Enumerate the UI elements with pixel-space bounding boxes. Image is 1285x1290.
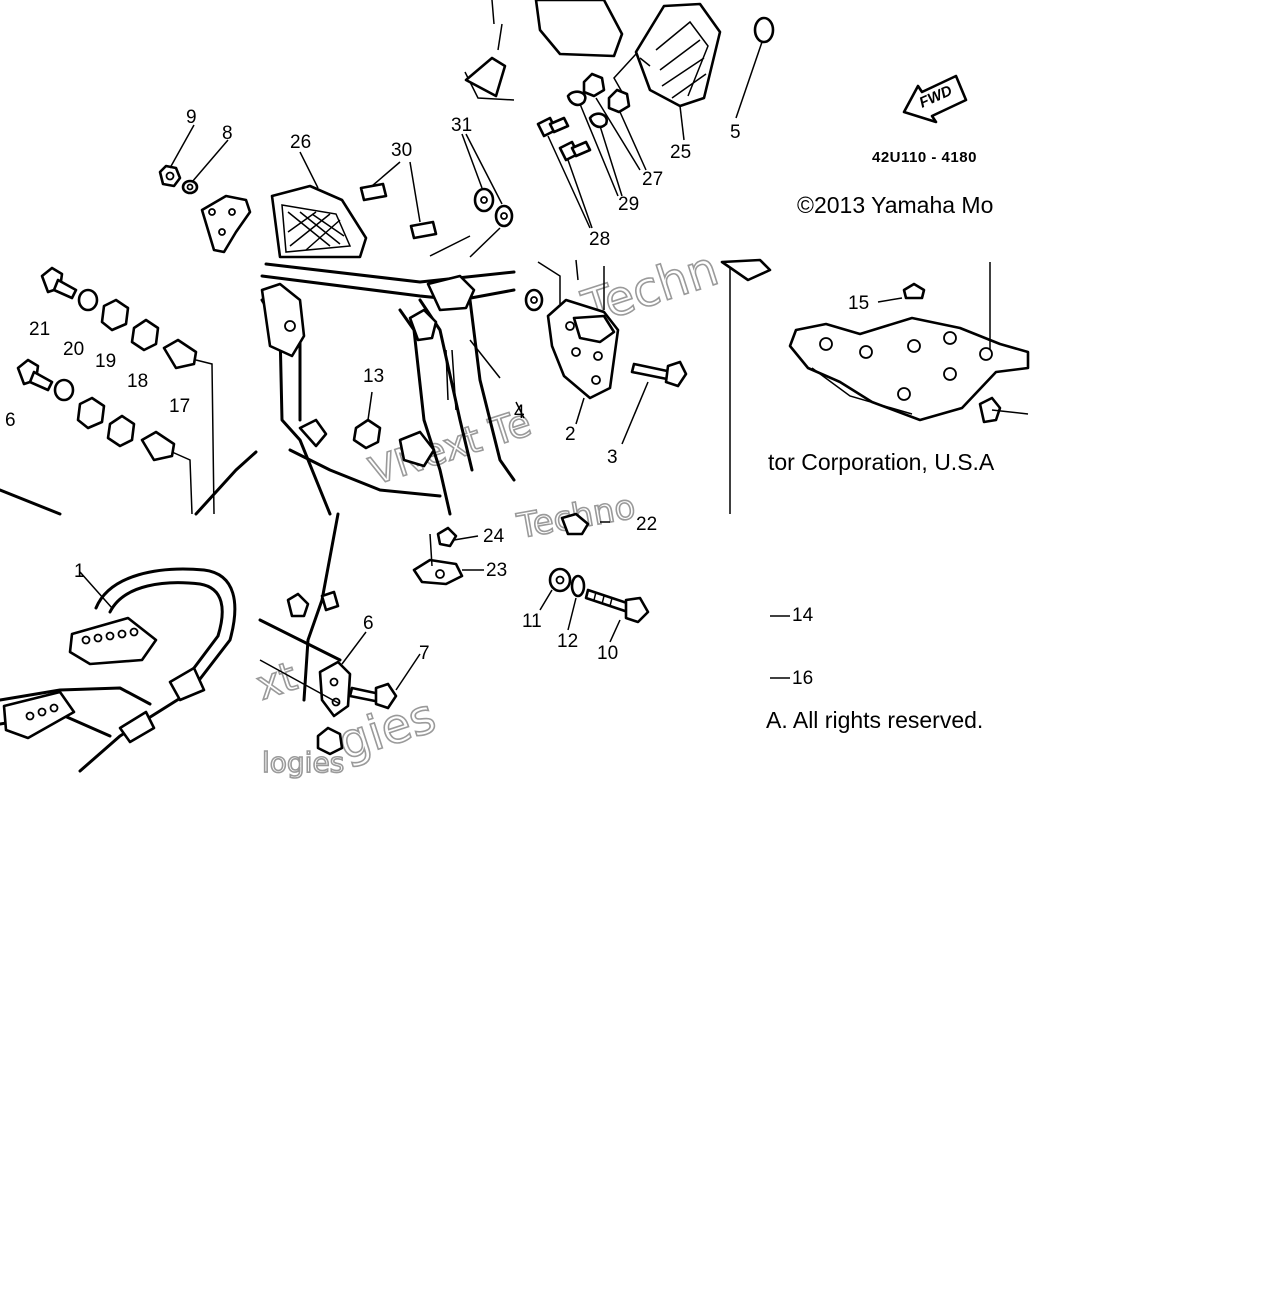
- tile-bottom-right: [412, 512, 650, 643]
- grommet-31a: [473, 187, 495, 213]
- callout-13: 13: [363, 366, 384, 387]
- copyright-line-2: tor Corporation, U.S.A: [768, 449, 995, 475]
- callout-6: 6: [363, 613, 374, 634]
- tile-top-right: [534, 0, 775, 229]
- tile-bottom-left: [0, 567, 237, 773]
- callout-29: 29: [618, 194, 639, 215]
- mount-plate-2: [546, 298, 620, 400]
- bracket-6: [318, 660, 352, 718]
- callout-14: 14: [792, 605, 814, 626]
- callout-15: 15: [848, 293, 869, 314]
- callout-12: 12: [557, 631, 578, 652]
- collar-13: [352, 418, 382, 450]
- watermark-text: xt: [251, 654, 303, 710]
- tile-top-far-right: FWD 42U110 - 4180 ©2013 Yamaha Mo: [797, 74, 993, 218]
- grommet-22: [560, 512, 590, 536]
- nut-27a: [582, 72, 606, 98]
- callout-3: 3: [607, 447, 618, 468]
- callout-20: 20: [63, 339, 84, 360]
- copyright-line-3: A. All rights reserved.: [766, 707, 983, 733]
- washer-20a: [77, 288, 99, 312]
- cover-26: [270, 184, 368, 259]
- bolt-21b: [16, 358, 54, 392]
- bolt-7: [348, 682, 398, 710]
- bushing-18b: [106, 414, 136, 448]
- tile-mid-center: [260, 262, 516, 516]
- callout-26: 26: [290, 132, 311, 153]
- callout-11: 11: [522, 611, 542, 632]
- grommet-5: [753, 16, 775, 44]
- callout-8: 8: [222, 123, 233, 144]
- grommet-31b: [494, 204, 514, 228]
- callout-7: 7: [419, 643, 430, 664]
- callout-31: 31: [451, 115, 472, 136]
- washer-8: [181, 179, 199, 195]
- clamp-23: [412, 558, 464, 586]
- screw-24: [436, 526, 458, 548]
- callout-27: 27: [642, 169, 663, 190]
- tile-bottom-far-right: A. All rights reserved.: [766, 615, 983, 733]
- bolt-28b: [558, 140, 592, 162]
- tile-mid-left: [0, 266, 258, 516]
- callout-18: 18: [127, 371, 148, 392]
- nut-lower: [316, 726, 344, 756]
- washer-11: [548, 567, 572, 593]
- callout-23: 23: [486, 560, 507, 581]
- catalog-code: 42U110 - 4180: [872, 149, 977, 166]
- nut-9: [158, 164, 182, 188]
- callout-17: 17: [169, 396, 190, 417]
- callout-5: 5: [730, 122, 741, 143]
- callout-16: 16: [792, 668, 813, 689]
- washer-12: [570, 574, 586, 598]
- fwd-arrow-icon: FWD: [902, 74, 968, 124]
- callout-30: 30: [391, 140, 412, 161]
- tile-top-center: [270, 0, 515, 259]
- callout-9: 9: [186, 107, 197, 128]
- bolt-3: [630, 360, 688, 388]
- clip-29b: [588, 112, 608, 129]
- bolt-28a: [536, 116, 570, 138]
- nut-27b: [607, 88, 631, 114]
- main-frame: [260, 262, 516, 516]
- engine-guard: [788, 316, 1030, 422]
- collar-19a: [100, 298, 130, 332]
- headlight-cover-25: [534, 0, 722, 108]
- tile-bottom-center: [258, 512, 421, 756]
- clip-29a: [566, 90, 587, 107]
- bolt-guard: [978, 396, 1002, 424]
- collar-17a: [162, 338, 198, 370]
- bushing-18a: [130, 318, 160, 352]
- callout-10: 10: [597, 643, 618, 664]
- callout-24: 24: [483, 526, 505, 547]
- callouts: 1 2 3 4 5 6 6 7 8 9 10 11 12 13 14 15 16…: [5, 107, 869, 689]
- bolt-21a: [40, 266, 78, 300]
- tile-mid-right: [515, 258, 772, 514]
- seat-rail: [0, 567, 237, 773]
- copyright-line-1: ©2013 Yamaha Mo: [797, 192, 993, 218]
- pad-30b: [409, 220, 438, 240]
- callout-4: 4: [514, 402, 525, 423]
- callout-28: 28: [589, 229, 610, 250]
- tile-mid-far-right: tor Corporation, U.S.A: [768, 262, 1030, 475]
- bolt-15: [902, 282, 926, 300]
- washer-20b: [53, 378, 75, 402]
- tile-top-left: [158, 124, 252, 254]
- bolt-10: [584, 588, 650, 624]
- callout-2: 2: [565, 424, 576, 445]
- callout-19: 19: [95, 351, 116, 372]
- collar-19b: [76, 396, 106, 430]
- watermark-text: VNext Te: [364, 400, 536, 493]
- callout-25: 25: [670, 142, 691, 163]
- pad-30a: [359, 182, 388, 202]
- callout-6-left: 6: [5, 410, 16, 431]
- callout-1: 1: [74, 561, 85, 582]
- collar-17b: [140, 430, 176, 462]
- callout-22: 22: [636, 514, 657, 535]
- washer-4: [524, 288, 544, 312]
- callout-21: 21: [29, 319, 50, 340]
- bracket-plate: [200, 194, 252, 254]
